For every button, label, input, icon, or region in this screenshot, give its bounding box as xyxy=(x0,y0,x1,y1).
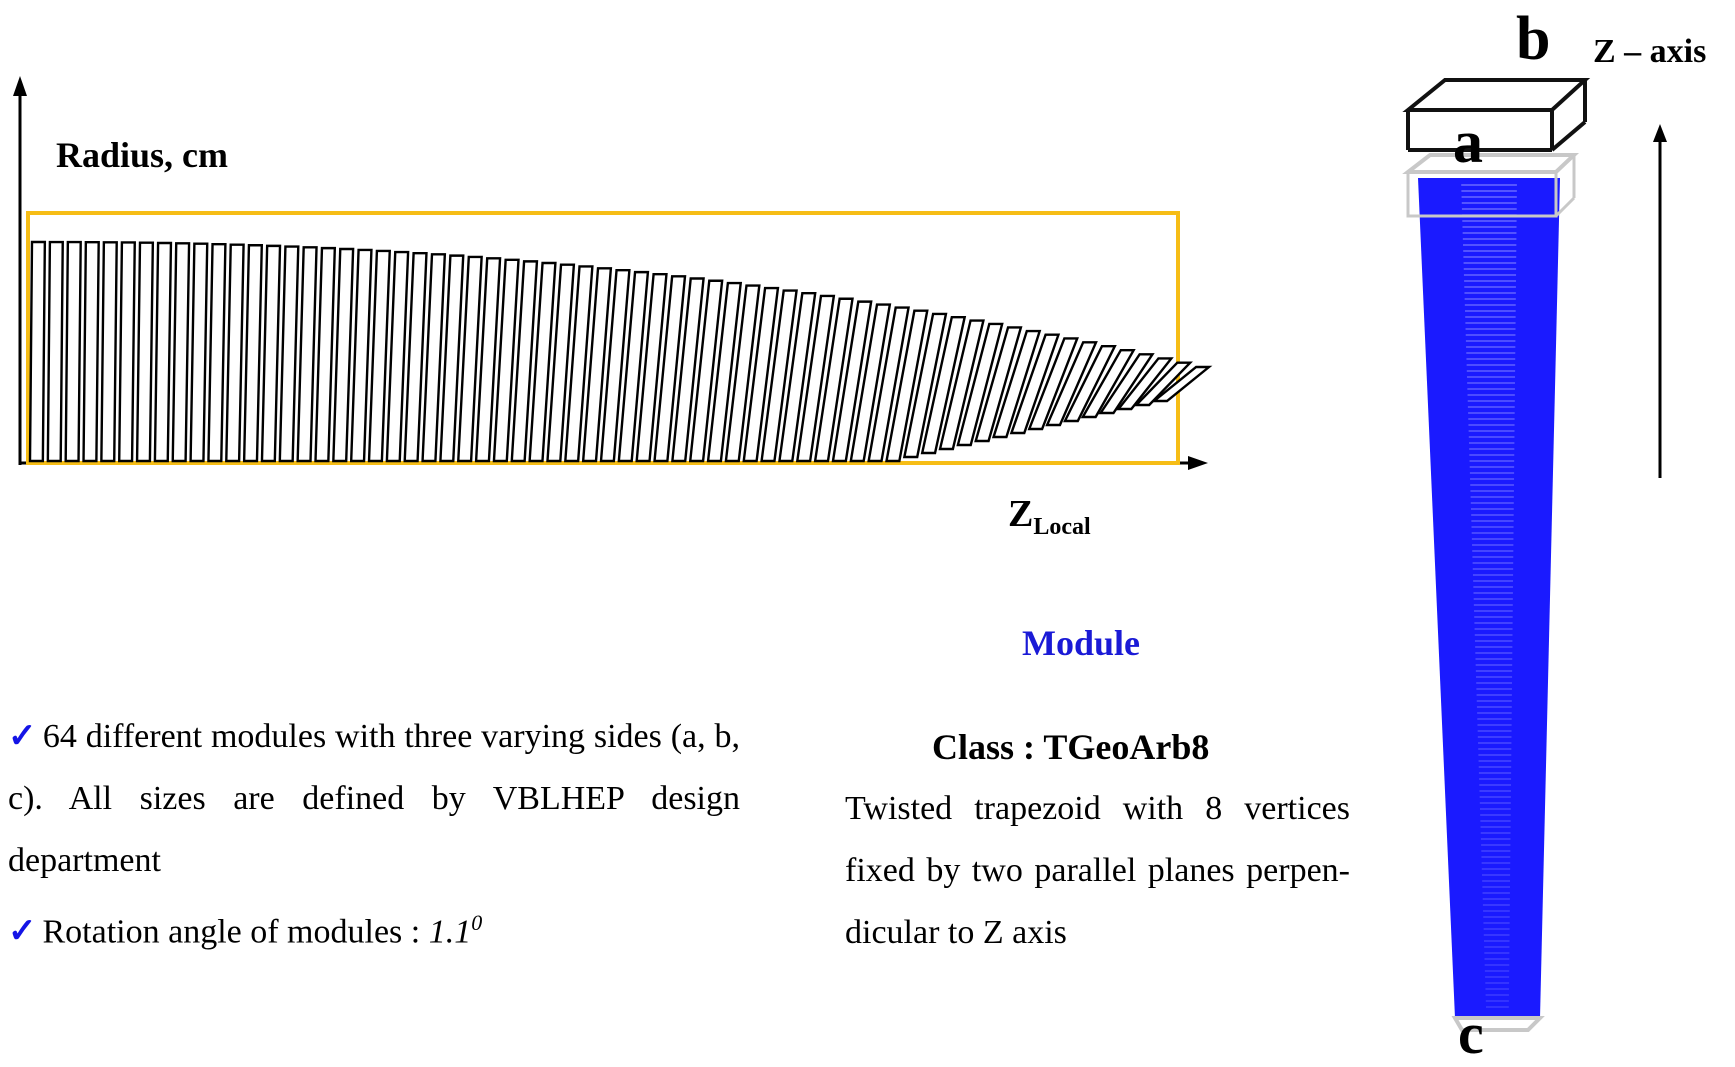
module-strip xyxy=(599,268,631,463)
rotation-angle-superscript: 0 xyxy=(471,910,483,935)
module-strip xyxy=(332,247,355,463)
bullet-item: ✓Rotation angle of modules : 1.10 xyxy=(8,892,740,963)
module-strip xyxy=(724,284,761,463)
module-strip xyxy=(260,244,282,463)
module-strip xyxy=(831,300,873,463)
module-strip xyxy=(242,244,264,463)
module-strip xyxy=(849,303,892,463)
module-strip xyxy=(153,241,173,463)
module-strip xyxy=(706,281,743,463)
y-axis-label: Radius, cm xyxy=(56,135,229,175)
module-body xyxy=(1418,178,1560,1018)
module-strip xyxy=(991,329,1042,439)
grey-bottom-face xyxy=(1451,1016,1545,1032)
module-strip xyxy=(528,261,557,463)
z-axis-arrowhead xyxy=(1653,124,1667,142)
module-strip xyxy=(349,248,373,463)
grey-top-rim xyxy=(1406,170,1558,218)
module-strip xyxy=(296,246,318,463)
module-strip xyxy=(813,297,854,463)
module-strip xyxy=(474,257,502,463)
module-strip xyxy=(867,306,910,463)
module-strip xyxy=(278,245,300,463)
bullet-list: ✓64 different modules with three varying… xyxy=(8,706,740,963)
z-axis-label: Z – axis xyxy=(1593,33,1707,70)
x-axis-label-main: Z xyxy=(1008,493,1034,535)
module-strip xyxy=(938,319,985,451)
module-strip xyxy=(403,251,428,463)
module-strip xyxy=(314,246,337,463)
checkmark-icon: ✓ xyxy=(8,718,37,755)
module-strip xyxy=(688,279,724,463)
x-axis-label: ZLocal xyxy=(1008,492,1091,541)
rotation-angle-value: 1.1 xyxy=(428,913,472,951)
module-3d-view xyxy=(1402,78,1667,1032)
module-strip xyxy=(492,258,520,463)
module-strips xyxy=(28,240,1213,463)
module-strip xyxy=(171,242,191,463)
x-axis-label-sub: Local xyxy=(1033,514,1091,540)
module-strip xyxy=(760,289,798,463)
module-strip xyxy=(367,249,392,463)
module-strip xyxy=(100,241,118,463)
x-axis-arrowhead xyxy=(1188,456,1208,470)
module-strip xyxy=(920,315,967,455)
module-strip xyxy=(510,260,539,463)
module-strip xyxy=(902,312,948,459)
module-strip xyxy=(189,242,209,463)
module-strip xyxy=(1045,341,1098,427)
black-top-face xyxy=(1402,78,1591,112)
module-title: Module xyxy=(1022,623,1141,663)
module-strip xyxy=(1150,365,1213,403)
bullet-text: Rotation angle of modules : xyxy=(42,913,429,951)
y-axis-arrowhead xyxy=(13,76,27,96)
module-strip xyxy=(564,265,594,463)
envelope-frame xyxy=(26,211,1180,465)
module-strip xyxy=(617,270,650,463)
module-strip xyxy=(1133,361,1193,407)
module-strip xyxy=(1080,349,1136,419)
module-strip xyxy=(207,242,227,463)
module-strip xyxy=(46,240,64,463)
module-strip xyxy=(956,322,1004,447)
module-strip xyxy=(64,240,82,463)
module-strip xyxy=(1115,357,1174,411)
label-a: a xyxy=(1453,109,1483,175)
module-strip xyxy=(742,286,780,463)
black-edge-5 xyxy=(1550,120,1587,152)
module-strip xyxy=(1027,337,1079,431)
module-stripes xyxy=(1461,184,1517,1008)
module-strip xyxy=(421,253,447,463)
module-description: Twisted trapezoid with 8 vertices fixed … xyxy=(845,790,1350,951)
label-c: c xyxy=(1458,1001,1484,1066)
module-strip xyxy=(118,241,136,463)
module-strip xyxy=(885,309,929,463)
module-strip xyxy=(671,277,705,463)
module-strip xyxy=(1098,353,1155,415)
module-strip xyxy=(28,240,47,463)
module-strip xyxy=(1063,345,1117,423)
module-strip xyxy=(653,275,687,463)
module-strip xyxy=(385,250,410,463)
module-strip xyxy=(135,241,155,463)
class-label: Class : TGeoArb8 xyxy=(932,727,1210,767)
module-strip xyxy=(439,254,465,463)
module-strip xyxy=(581,267,613,463)
bullet-item: ✓64 different modules with three varying… xyxy=(8,706,740,892)
module-strip xyxy=(635,272,668,463)
grey-rim-edge xyxy=(1554,196,1576,218)
module-strip xyxy=(974,326,1023,443)
module-strip xyxy=(795,294,836,463)
label-b: b xyxy=(1516,5,1551,73)
checkmark-icon: ✓ xyxy=(8,913,37,951)
module-strip xyxy=(456,255,483,463)
module-strip xyxy=(546,263,576,463)
module-strip xyxy=(82,240,100,463)
module-strip xyxy=(1009,333,1061,435)
module-strip xyxy=(225,243,245,463)
grey-top-face xyxy=(1402,153,1580,174)
module-strip xyxy=(778,292,817,463)
bullet-text: 64 different modules with three varying … xyxy=(8,718,740,879)
